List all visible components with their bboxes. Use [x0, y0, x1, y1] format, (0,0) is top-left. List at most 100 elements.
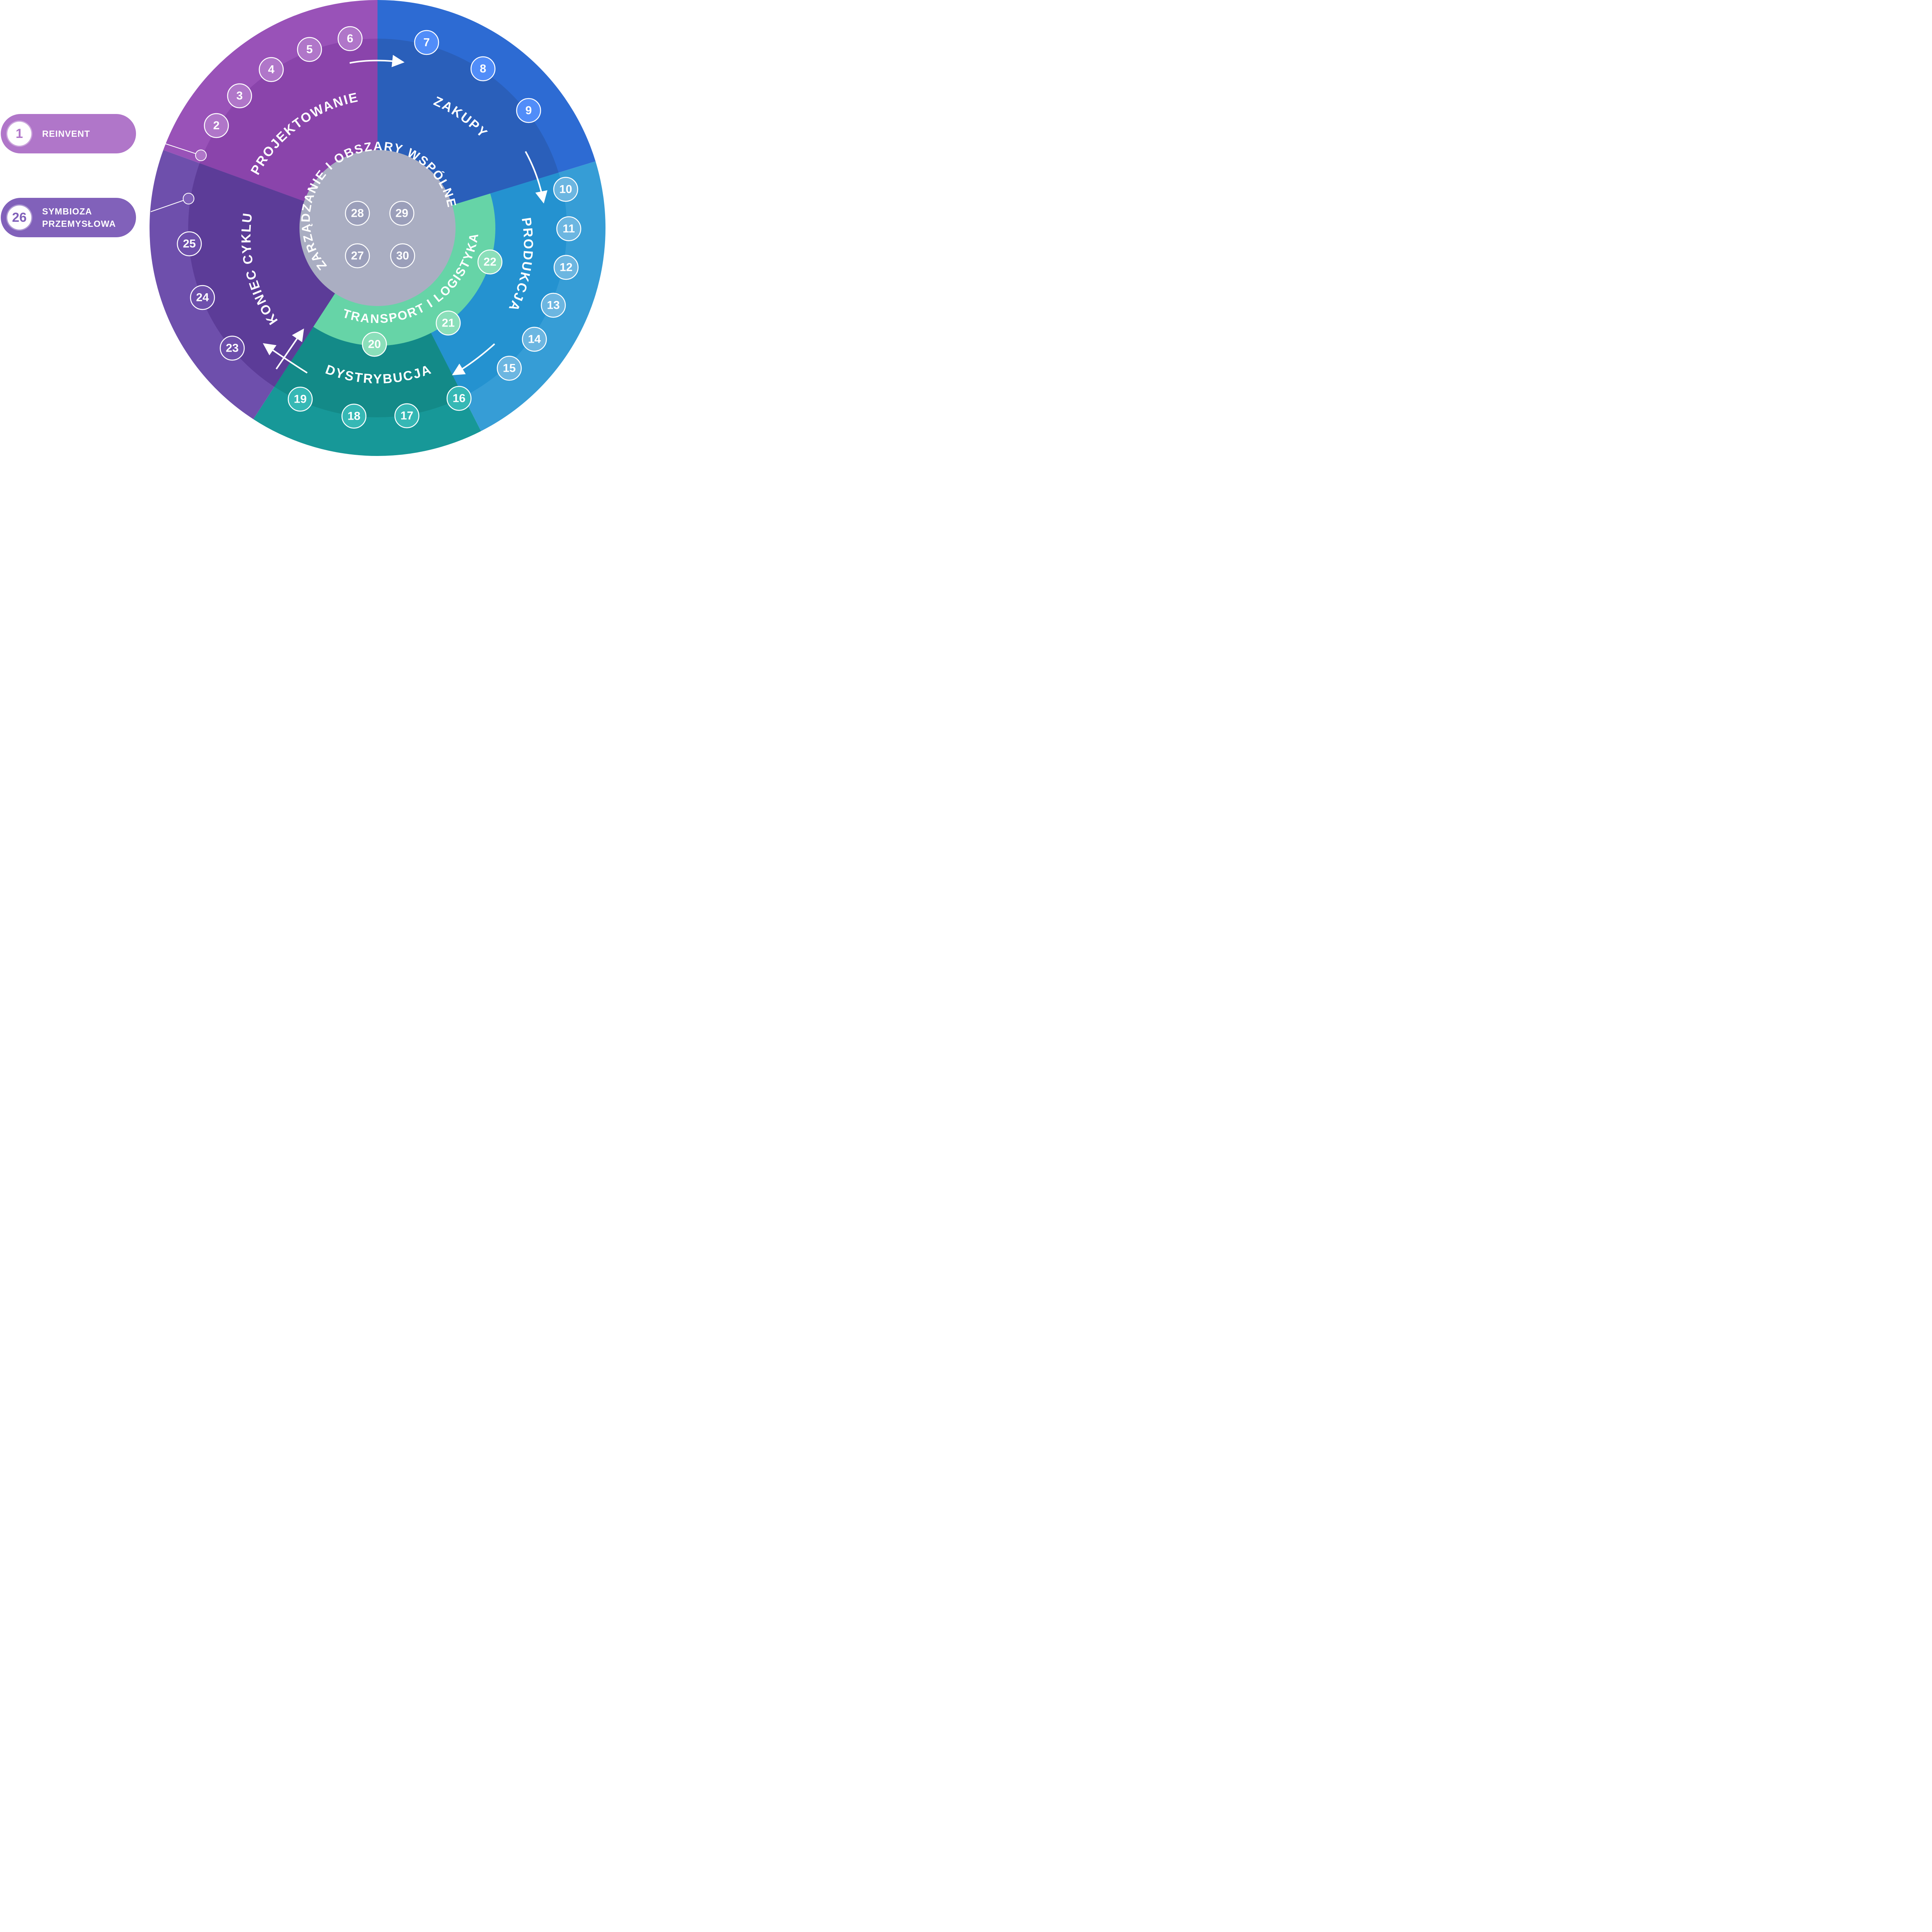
badge-22-number: 22	[483, 256, 496, 269]
badge-9-number: 9	[526, 104, 532, 117]
badge-15-number: 15	[503, 362, 515, 375]
legend-badge-1: 1	[7, 122, 31, 146]
badge-18-number: 18	[347, 410, 360, 423]
badge-24: 24	[190, 285, 215, 310]
badge-10: 10	[553, 177, 578, 202]
wheel: PROJEKTOWANIE ZAKUPY PRODUKCJA DYSTRYBUC…	[150, 0, 605, 456]
legend-connectors	[150, 143, 207, 212]
badge-14-number: 14	[528, 333, 541, 346]
badge-15-circle	[497, 355, 522, 381]
badges: 23 4 5 6 7 8 9 10 11 12 13 14 15 16 17 18 19 23 24 25 20 21 22…	[177, 26, 582, 429]
legend-symbioza: 26 SYMBIOZA PRZEMYSŁOWA	[1, 198, 136, 237]
badge-14: 14	[522, 327, 547, 352]
badge-3-circle	[227, 83, 252, 109]
connector-dot-26	[183, 193, 194, 204]
badge-13-number: 13	[547, 299, 560, 312]
legend-label-reinvent: REINVENT	[42, 129, 90, 139]
connector-dot-1	[195, 150, 207, 161]
badge-24-number: 24	[196, 291, 209, 304]
legend-label-line-2: PRZEMYSŁOWA	[42, 219, 116, 229]
badge-25-number: 25	[183, 238, 196, 250]
badge-3: 3	[227, 83, 252, 109]
badge-7-circle	[414, 30, 439, 55]
badge-6: 6	[337, 26, 363, 51]
badge-8-circle	[470, 56, 496, 82]
badge-16-number: 16	[452, 392, 465, 405]
badge-11: 11	[556, 216, 582, 242]
badge-20-number: 20	[368, 338, 381, 351]
badge-6-number: 6	[347, 32, 354, 45]
badge-17-number: 17	[400, 410, 413, 422]
badge-18-circle	[341, 403, 367, 429]
badge-29-circle	[389, 201, 415, 226]
badge-11-number: 11	[563, 223, 575, 235]
badge-28: 28	[345, 201, 370, 226]
badge-29-number: 29	[395, 207, 408, 220]
badge-30: 30	[390, 243, 415, 269]
badge-19-circle	[287, 386, 313, 412]
badge-23-circle	[219, 335, 245, 361]
badge-11-circle	[556, 216, 582, 242]
badge-24-circle	[190, 285, 215, 310]
badge-6-circle	[337, 26, 363, 51]
badge-30-circle	[390, 243, 415, 269]
arrow-prod-to-dys	[452, 343, 495, 376]
badge-7-number: 7	[423, 36, 430, 49]
badge-16-circle	[446, 386, 472, 411]
badge-5-number: 5	[306, 43, 313, 56]
badge-28-number: 28	[351, 207, 364, 220]
badge-4: 4	[259, 57, 284, 82]
legend-reinvent: 1 REINVENT	[1, 114, 136, 153]
legend-label-symbioza: SYMBIOZA PRZEMYSŁOWA	[42, 205, 116, 230]
connector-line-26	[150, 198, 189, 212]
arrow-koniec-to-transport	[276, 328, 304, 370]
badge-4-number: 4	[268, 63, 275, 76]
badge-25-circle	[177, 231, 202, 257]
badge-27-circle	[345, 243, 370, 269]
badge-8: 8	[470, 56, 496, 82]
badge-30-number: 30	[396, 250, 409, 262]
connector-line-1	[165, 143, 201, 156]
badge-14-circle	[522, 327, 547, 352]
arrow-dys-to-koniec	[263, 343, 308, 374]
badge-21-number: 21	[442, 317, 454, 330]
badge-27: 27	[345, 243, 370, 269]
badge-19: 19	[287, 386, 313, 412]
badge-16: 16	[446, 386, 472, 411]
badge-27-number: 27	[351, 250, 364, 262]
badge-19-number: 19	[294, 393, 306, 406]
segments-layer	[150, 0, 605, 456]
badge-15: 15	[497, 355, 522, 381]
badge-5: 5	[297, 37, 322, 62]
badge-21: 21	[435, 310, 461, 336]
badge-5-circle	[297, 37, 322, 62]
badge-10-circle	[553, 177, 578, 202]
badge-18: 18	[341, 403, 367, 429]
center-circle	[299, 150, 456, 306]
badge-13: 13	[541, 293, 566, 318]
arrow-proj-to-zak	[349, 54, 405, 67]
badge-22-circle	[477, 249, 503, 275]
badge-9-circle	[516, 98, 541, 123]
arrows	[263, 54, 548, 376]
badge-12-number: 12	[560, 261, 572, 274]
circular-economy-diagram: 1 REINVENT 26 SYMBIOZA PRZEMYSŁOWA	[0, 0, 606, 456]
badge-20: 20	[362, 332, 387, 357]
badge-17: 17	[394, 403, 420, 429]
badge-9: 9	[516, 98, 541, 123]
badge-12: 12	[553, 255, 579, 280]
legend-badge-26: 26	[7, 206, 31, 230]
badge-2-circle	[204, 113, 229, 138]
badge-7: 7	[414, 30, 439, 55]
badge-17-circle	[394, 403, 420, 429]
badge-25: 25	[177, 231, 202, 257]
badge-20-circle	[362, 332, 387, 357]
legend-label-line-1: SYMBIOZA	[42, 206, 92, 216]
badge-2: 2	[204, 113, 229, 138]
badge-8-number: 8	[480, 63, 486, 75]
badge-10-number: 10	[559, 183, 572, 196]
badge-2-number: 2	[213, 119, 220, 132]
badge-12-circle	[553, 255, 579, 280]
arrow-zak-to-prod	[525, 151, 548, 204]
badge-23: 23	[219, 335, 245, 361]
